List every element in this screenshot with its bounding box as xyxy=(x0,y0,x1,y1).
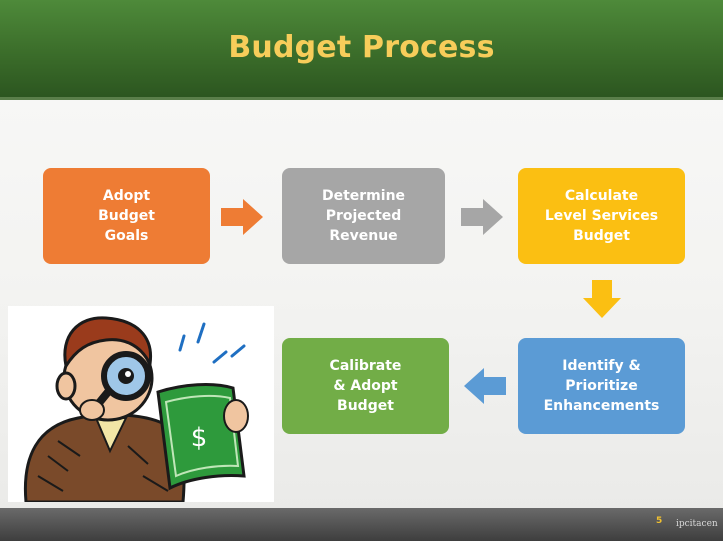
footer-mark: ipcitacen xyxy=(676,519,718,529)
step-identify-prioritize-enhancements: Identify & Prioritize Enhancements xyxy=(518,338,685,434)
dollar-symbol: $ xyxy=(191,423,208,453)
step-determine-projected-revenue: Determine Projected Revenue xyxy=(282,168,445,264)
step-adopt-budget-goals: Adopt Budget Goals xyxy=(43,168,210,264)
detective-clipart: $ xyxy=(8,306,274,504)
arrow-right-icon xyxy=(221,199,263,235)
slide-title: Budget Process xyxy=(228,30,495,65)
page-number: 5 xyxy=(656,516,663,526)
arrow-right-icon xyxy=(461,199,503,235)
slide-footer: 5 ipcitacen xyxy=(0,508,723,541)
step-calculate-level-services-budget: Calculate Level Services Budget xyxy=(518,168,685,264)
arrow-down-icon xyxy=(583,280,621,318)
detective-with-magnifier-icon: $ xyxy=(23,316,249,504)
arrow-left-icon xyxy=(464,368,506,404)
title-bar: Budget Process xyxy=(0,0,723,100)
step-calibrate-adopt-budget: Calibrate & Adopt Budget xyxy=(282,338,449,434)
